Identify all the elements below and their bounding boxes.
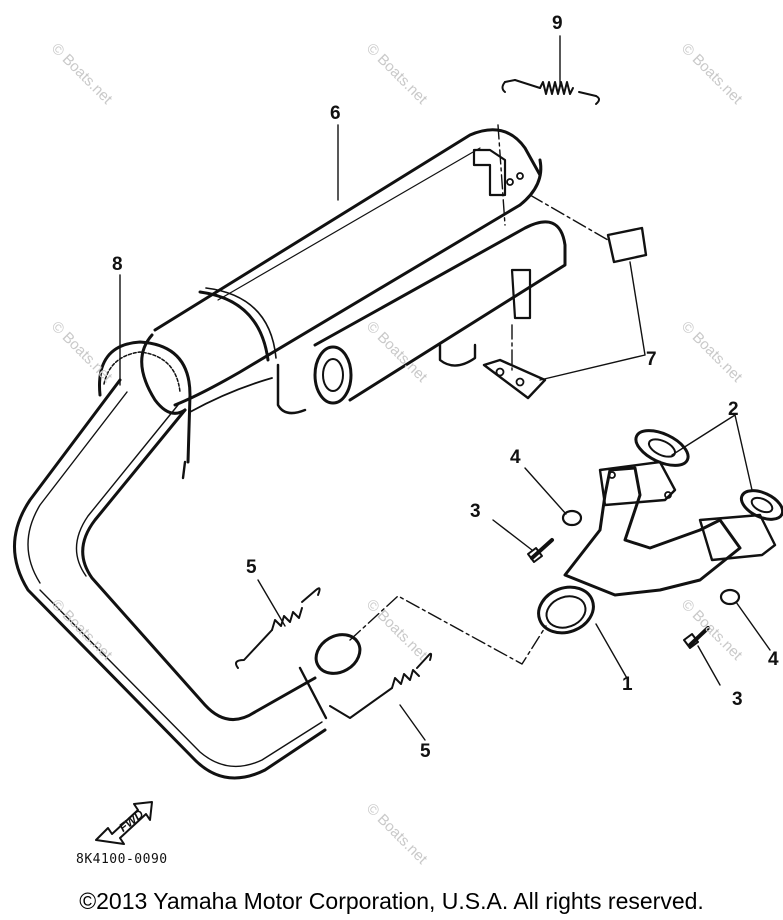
secondary-muffler: [276, 220, 567, 415]
fwd-arrow-icon: FWD: [94, 800, 156, 853]
heat-band: [98, 340, 192, 480]
callout-6: 6: [330, 103, 341, 124]
exhaust-pipe: [13, 378, 327, 780]
callout-9: 9: [552, 13, 563, 34]
callout-8: 8: [112, 254, 123, 275]
leader-lines: [119, 35, 771, 741]
callout-3-upper: 3: [470, 501, 481, 522]
callout-4-lower: 4: [768, 649, 779, 670]
main-muffler: [140, 128, 543, 415]
y-manifold: [537, 460, 777, 635]
washer-upper: [561, 509, 583, 527]
spring-5-upper: [235, 587, 321, 669]
copyright-notice: ©2013 Yamaha Motor Corporation, U.S.A. A…: [79, 888, 704, 914]
callout-1: 1: [622, 674, 633, 695]
damper-pad: [606, 226, 648, 264]
spring-9: [501, 79, 600, 105]
callout-3-lower: 3: [732, 689, 743, 710]
callout-2: 2: [728, 399, 739, 420]
lower-bracket: [482, 268, 547, 400]
bolt-lower: [683, 626, 710, 649]
bolt-upper: [527, 538, 554, 563]
manifold-gaskets: [634, 429, 783, 521]
callout-5-lower: 5: [420, 741, 431, 762]
callout-4-upper: 4: [510, 447, 521, 468]
washer-lower: [719, 588, 741, 606]
part-code: 8K4100-0090: [76, 852, 168, 867]
upper-bracket: [472, 148, 524, 197]
callout-7: 7: [646, 349, 657, 370]
callout-5-upper: 5: [246, 557, 257, 578]
alignment-lines: [349, 124, 609, 665]
pipe-outlet: [298, 633, 362, 720]
spring-5-lower: [329, 652, 433, 719]
